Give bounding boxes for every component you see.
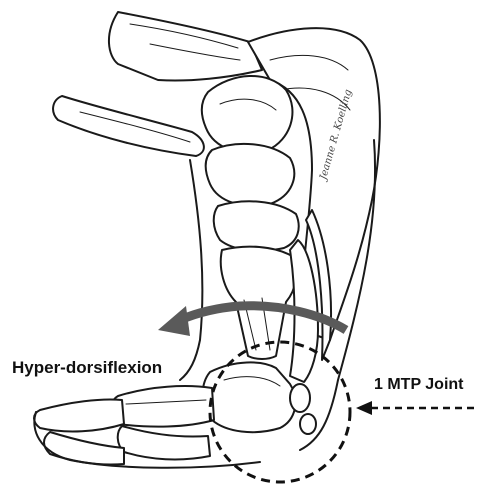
toe-phalanges xyxy=(34,386,214,464)
mtp-joint-label: 1 MTP Joint xyxy=(374,376,464,394)
fibula-bone xyxy=(53,96,204,156)
proximal-phalanx-bone xyxy=(203,362,296,432)
mtp-pointer-arrow xyxy=(356,401,474,415)
sesamoid-bones xyxy=(290,384,316,434)
hyper-dorsiflexion-label: Hyper-dorsiflexion xyxy=(12,358,162,378)
talus-bone xyxy=(202,76,293,153)
tibia-bone xyxy=(109,12,262,81)
navicular-bone xyxy=(206,144,295,206)
cuneiform-bone xyxy=(214,201,299,250)
